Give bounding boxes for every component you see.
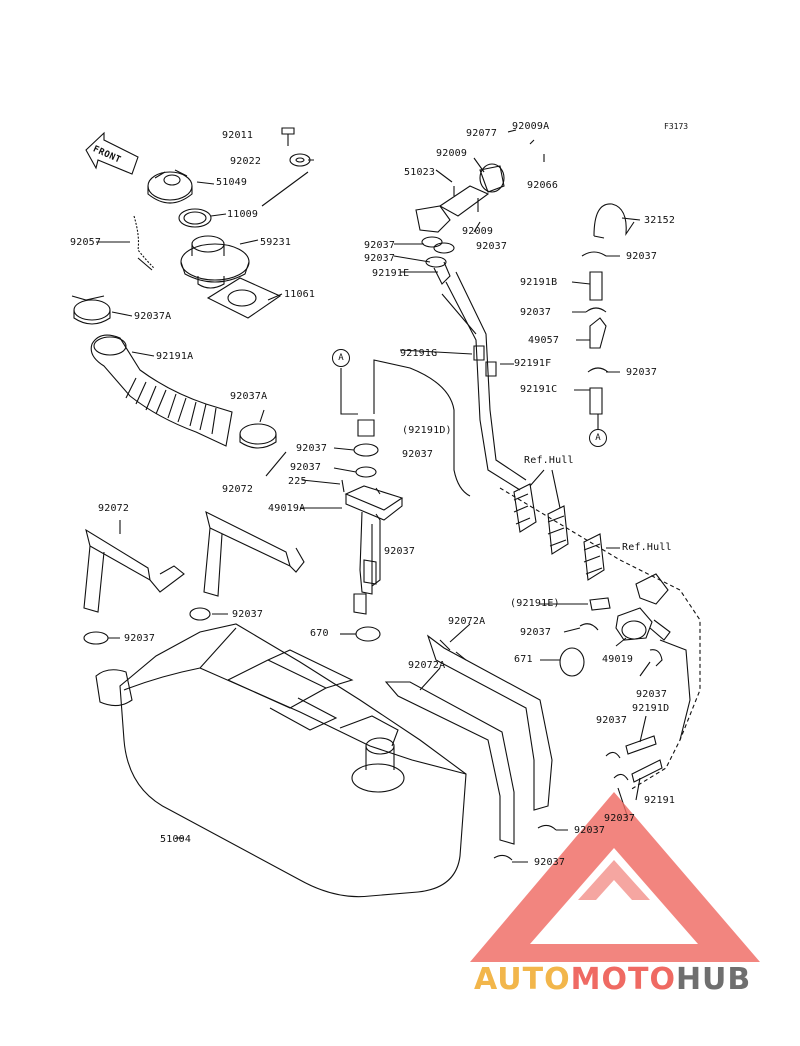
watermark-auto: AUTO [474, 962, 571, 997]
part-label-92191: 92191 [644, 795, 676, 806]
callout-a-top: A [332, 349, 350, 367]
part-label-92009-a: 92009 [436, 148, 468, 159]
part-label-92037A-top: 92037A [134, 311, 172, 322]
part-label-92037-b2: 92037 [534, 857, 566, 868]
filler-hose [90, 334, 233, 447]
part-label-92191B: 92191B [520, 277, 558, 288]
watermark-hub: HUB [675, 962, 752, 997]
part-label-92037-r1: 92037 [626, 251, 658, 262]
part-label-32152: 32152 [644, 215, 676, 226]
fuel-tank [95, 623, 467, 898]
part-label-92037-c4: 92037 [384, 546, 416, 557]
part-label-92037-n3: 92037 [364, 253, 396, 264]
watermark-text: AUTOMOTOHUB [474, 962, 751, 997]
part-label-92022: 92022 [230, 156, 262, 167]
ref-hull-label-right: Ref.Hull [622, 542, 672, 553]
part-label-51049: 51049 [216, 177, 248, 188]
part-label-92191A: 92191A [156, 351, 194, 362]
part-label-59231: 59231 [260, 237, 292, 248]
part-label-92037-c1: 92037 [296, 443, 328, 454]
part-label-92037-c3: 92037 [290, 462, 322, 473]
part-label-92009A: 92009A [512, 121, 550, 132]
part-label-225: 225 [288, 476, 307, 487]
part-label-92191G: 92191G [400, 348, 438, 359]
part-label-92037-r3: 92037 [626, 367, 658, 378]
part-label-92009-b: 92009 [462, 226, 494, 237]
part-label-51004: 51004 [160, 834, 192, 845]
part-label-49019: 49019 [602, 654, 634, 665]
part-label-92066: 92066 [527, 180, 559, 191]
part-label-92057: 92057 [70, 237, 102, 248]
part-label-92037-b1: 92037 [574, 825, 606, 836]
sending-unit [300, 419, 404, 615]
part-label-92072-left: 92072 [98, 503, 130, 514]
part-label-49019A: 49019A [268, 503, 306, 514]
fuel-valve [393, 129, 545, 491]
watermark-logo [470, 792, 760, 962]
part-label-11009: 11009 [227, 209, 259, 220]
part-label-92072-mid: 92072 [222, 484, 254, 495]
part-label-49057: 49057 [528, 335, 560, 346]
fuel-cap [147, 169, 193, 204]
part-label-92037-d2: 92037 [636, 689, 668, 700]
part-label-92037-c2: 92037 [402, 449, 434, 460]
part-label-92011: 92011 [222, 130, 254, 141]
watermark-moto: MOTO [570, 962, 676, 997]
part-label-92037-d1: 92037 [520, 627, 552, 638]
hull-clips [499, 469, 701, 791]
part-label-92191F: 92191F [514, 358, 552, 369]
bolt-92011 [281, 127, 295, 146]
filler-neck [180, 235, 250, 289]
part-label-92037-left1: 92037 [232, 609, 264, 620]
part-label-92191D: 92191D [632, 703, 670, 714]
part-label-92037-r2: 92037 [520, 307, 552, 318]
part-label-92037-n2: 92037 [476, 241, 508, 252]
part-label-92191E: 92191E [372, 268, 410, 279]
part-label-92191E-paren: (92191E) [510, 598, 560, 609]
callout-a-right: A [589, 429, 607, 447]
part-label-671: 671 [514, 654, 533, 665]
part-label-11061: 11061 [284, 289, 316, 300]
part-label-92037A-mid: 92037A [230, 391, 268, 402]
part-label-670: 670 [310, 628, 329, 639]
part-label-92037-d3: 92037 [596, 715, 628, 726]
part-label-92191D-paren: (92191D) [402, 425, 452, 436]
figure-code: F3173 [664, 122, 689, 131]
part-label-92191C: 92191C [520, 384, 558, 395]
part-label-92072A-b: 92072A [408, 660, 446, 671]
part-label-92077: 92077 [466, 128, 498, 139]
ref-hull-label-top: Ref.Hull [524, 455, 574, 466]
part-label-92037-left2: 92037 [124, 633, 156, 644]
front-arrow-icon [85, 131, 139, 175]
hose-32152 [593, 203, 635, 239]
part-label-92072A-a: 92072A [448, 616, 486, 627]
part-label-51023: 51023 [404, 167, 436, 178]
part-label-92037-d4: 92037 [604, 813, 636, 824]
part-label-92037-n1: 92037 [364, 240, 396, 251]
